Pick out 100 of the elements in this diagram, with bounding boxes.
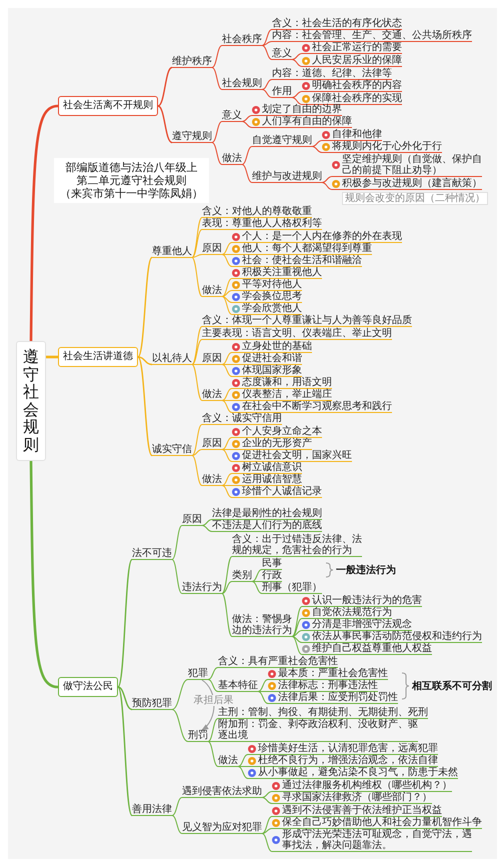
- branch-line: [30, 104, 58, 342]
- branch-line: [192, 254, 202, 258]
- branch-line: [138, 356, 152, 366]
- topic-text: 原因: [182, 514, 202, 525]
- topic-item: [232, 426, 322, 438]
- topic-text: 珍惜个人诚信记录: [242, 486, 322, 497]
- branch-line: [172, 815, 182, 834]
- topic-item: [322, 129, 382, 141]
- topic-text: 学会欣赏他人: [242, 303, 302, 314]
- branch-line: [212, 142, 222, 165]
- branch-line: [222, 400, 232, 401]
- branch-line: [292, 53, 302, 60]
- topic-text: 类别: [232, 570, 252, 581]
- branch-line: [172, 797, 182, 816]
- branch-line: [192, 326, 202, 365]
- topic-item: [232, 255, 362, 267]
- topic-text: 平等对待他人: [242, 279, 302, 290]
- topic-item: [232, 450, 352, 462]
- topic-text: 个人安身立命之本: [242, 426, 322, 437]
- topic-text: 表现：尊重他人人格权利等: [202, 218, 322, 229]
- branch-line: [262, 79, 272, 90]
- topic-text: 意义: [272, 48, 292, 59]
- topic-text: 他人：每个人都渴望得到尊重: [242, 243, 372, 254]
- topic-text: 诚实守信: [152, 444, 192, 455]
- topic-text: 企业的无形资产: [242, 438, 312, 449]
- topic-text: 最本质：严重社会危害性: [278, 668, 388, 679]
- topic-item: [268, 668, 388, 680]
- topic-text: 学会换位思考: [242, 291, 302, 302]
- branch-line: [222, 449, 232, 462]
- topic-item: [302, 619, 412, 631]
- topic-text: 维护秩序: [172, 56, 212, 67]
- topic-item: [268, 680, 378, 692]
- branch-line: [158, 66, 172, 107]
- branch-line: [242, 146, 252, 165]
- branch-line: [312, 140, 322, 147]
- branch-line: [137, 356, 153, 456]
- brace-label: 相互联系不可分割: [412, 680, 492, 692]
- central-topic: 遵守社会规则: [16, 341, 46, 461]
- topic-item: [302, 80, 402, 92]
- topic-text: 做法：警惕身边的违法行为: [232, 614, 292, 636]
- branch-line: [238, 754, 248, 767]
- branch-topic: 社会生活离不开规则: [58, 96, 158, 116]
- branch-line: [242, 115, 252, 122]
- topic-text: 以礼待人: [152, 353, 192, 364]
- topic-item: [232, 303, 302, 315]
- topic-text: 分清是非增强守法观念: [312, 619, 412, 630]
- branch-line: [208, 667, 218, 680]
- branch-topic: 社会生活讲道德: [58, 347, 138, 367]
- topic-text: 善用法律: [132, 804, 172, 815]
- branch-line: [118, 686, 132, 710]
- topic-text: 坚定维护规则（自觉做、保护自己的前提下阻止劝导）: [342, 154, 482, 176]
- topic-text: 主要表现：语言文明、仪表端庄、举止文明: [202, 328, 392, 339]
- topic-text: 依法从事民事活动防范侵权和违约行为: [312, 631, 482, 642]
- topic-text: 作用: [272, 86, 292, 97]
- topic-text: 含义：出于过错违反法律、法规的规定，危害社会的行为: [232, 534, 362, 556]
- branch-line: [258, 691, 268, 704]
- branch-line: [312, 146, 322, 153]
- branch-line: [222, 364, 232, 365]
- topic-text: 社会规则: [222, 78, 262, 89]
- topic-item: [302, 93, 402, 105]
- topic-item: [232, 291, 302, 303]
- topic-text: 寻求国家法律救济（哪些部门？）: [282, 792, 432, 803]
- branch-line: [192, 424, 202, 456]
- branch-line: [262, 41, 272, 46]
- topic-item: [302, 643, 432, 655]
- branch-line: [238, 766, 248, 767]
- branch-line: [262, 89, 272, 98]
- topic-text: 促进社会文明，国家兴旺: [242, 450, 352, 461]
- topic-text: 自觉遵守规则: [252, 135, 312, 146]
- branch-line: [258, 679, 268, 692]
- topic-text: 主刑：管制、拘役、有期徒刑、无期徒刑、死刑: [218, 707, 428, 718]
- branch-line: [262, 816, 272, 834]
- topic-text: 维护与改进规则: [252, 171, 322, 182]
- note-label: 规则会改变的原因（二种情况）: [342, 192, 488, 205]
- topic-text: 尊重他人: [152, 246, 192, 257]
- topic-text: 立身处世的基础: [242, 341, 312, 352]
- topic-text: 形成守法光荣违法可耻观念，自觉守法，遇事找法，解决问题靠法。: [282, 829, 472, 851]
- branch-line: [192, 217, 202, 258]
- topic-item: [268, 692, 398, 704]
- branch-line: [262, 833, 272, 852]
- topic-text: 附加刑：罚金、剥夺政治权利、没收财产、驱逐出境: [218, 719, 418, 741]
- topic-item: [232, 341, 312, 353]
- branch-line: [30, 460, 58, 688]
- topic-text: 含义：对他人的尊敬敬重: [202, 206, 312, 217]
- branch-line: [172, 679, 188, 710]
- topic-text: 认识一般违法行为的危害: [312, 595, 422, 606]
- topic-text: 原因: [202, 438, 222, 449]
- topic-text: 社会正常运行的需要: [312, 42, 402, 53]
- branch-line: [252, 581, 262, 582]
- branch-line: [292, 630, 302, 637]
- topic-item: [232, 438, 312, 450]
- topic-text: 树立诚信意识: [242, 462, 302, 473]
- topic-text: 基本特征: [218, 680, 258, 691]
- topic-text: 促进社会和谐: [242, 353, 302, 364]
- branch-line: [208, 741, 218, 767]
- branch-line: [292, 91, 302, 98]
- branch-line: [292, 636, 302, 643]
- branch-line: [222, 242, 232, 255]
- branch-line: [137, 257, 153, 358]
- topic-item: [302, 607, 392, 619]
